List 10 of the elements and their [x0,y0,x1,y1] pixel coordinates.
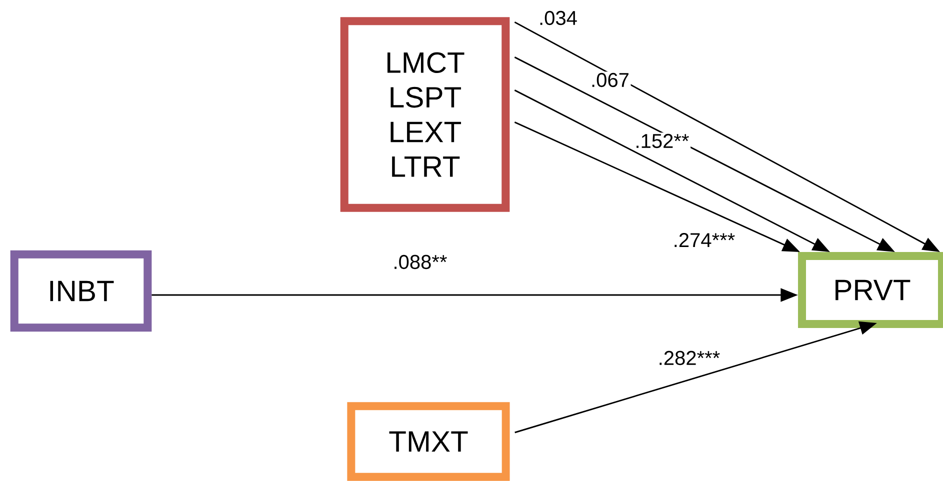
edge-label: .152** [633,132,691,150]
edge-label: .088** [391,254,449,270]
edge-label: .067 [589,72,631,88]
variable-box: PRVT [798,252,943,328]
edge-label: .282*** [656,350,722,366]
variable-box: LMCT LSPT LEXT LTRT [340,17,510,212]
variable-box: TMXT [347,402,510,481]
edge-label: .274*** [672,232,736,248]
variable-box: INBT [10,250,152,332]
edge-label: .034 [537,10,579,26]
